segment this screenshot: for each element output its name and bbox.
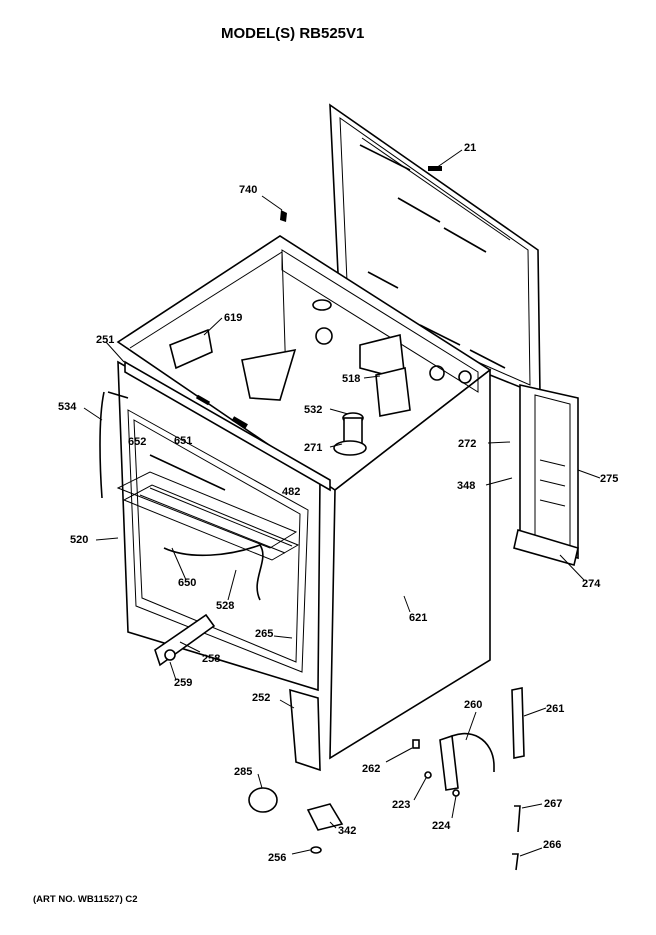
lower-parts-drawing (154, 613, 525, 871)
callout-532: 532 (304, 404, 322, 416)
callout-260: 260 (464, 699, 482, 711)
callout-342: 342 (338, 825, 356, 837)
callout-650: 650 (178, 577, 196, 589)
callout-223: 223 (392, 799, 410, 811)
callout-262: 262 (362, 763, 380, 775)
callout-271: 271 (304, 442, 322, 454)
callout-224: 224 (432, 820, 451, 832)
cabinet-drawing (116, 235, 492, 760)
callout-265: 265 (255, 628, 273, 640)
callout-520: 520 (70, 534, 88, 546)
callout-274: 274 (582, 578, 601, 590)
callout-534: 534 (58, 401, 77, 413)
oven-internals-drawing (99, 391, 300, 601)
callout-621: 621 (409, 612, 427, 624)
callout-518: 518 (342, 373, 360, 385)
leader-lines (83, 149, 601, 857)
callout-261: 261 (546, 703, 564, 715)
model-title: MODEL(S) RB525V1 (221, 25, 364, 42)
art-number: (ART NO. WB11527) C2 (33, 894, 138, 905)
callout-258: 258 (202, 653, 220, 665)
callout-266: 266 (543, 839, 561, 851)
top-components-drawing (169, 210, 411, 456)
callout-252: 252 (252, 692, 270, 704)
callout-740: 740 (239, 184, 257, 196)
callout-275: 275 (600, 473, 618, 485)
callout-528: 528 (216, 600, 234, 612)
callout-482: 482 (282, 486, 300, 498)
callout-619: 619 (224, 312, 242, 324)
callout-256: 256 (268, 852, 286, 864)
side-bracket-drawing (513, 384, 579, 566)
callout-652: 652 (128, 436, 146, 448)
callout-259: 259 (174, 677, 192, 689)
callout-267: 267 (544, 798, 562, 810)
callout-21: 21 (464, 142, 476, 154)
callout-labels: 21 740 619 251 518 534 532 652 651 271 2… (58, 142, 618, 864)
callout-251: 251 (96, 334, 114, 346)
callout-272: 272 (458, 438, 476, 450)
callout-348: 348 (457, 480, 475, 492)
callout-651: 651 (174, 435, 192, 447)
callout-285: 285 (234, 766, 252, 778)
